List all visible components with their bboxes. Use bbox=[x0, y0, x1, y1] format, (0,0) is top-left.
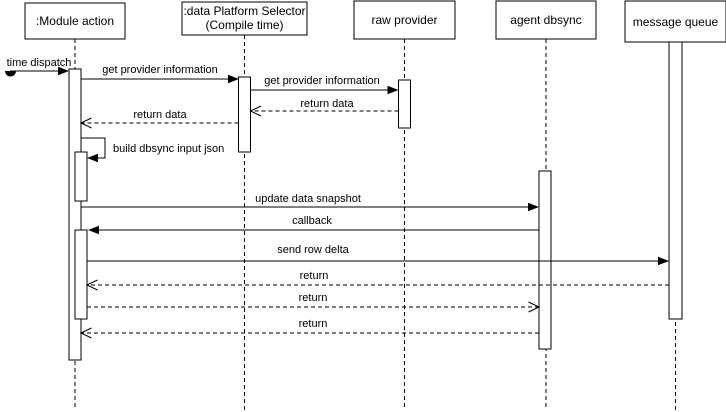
arrowhead-open-icon bbox=[79, 327, 92, 339]
activation-bar-module-action-selfcall bbox=[74, 151, 88, 202]
participant-label: message queue bbox=[633, 15, 719, 29]
participant-label: agent dbsync bbox=[510, 13, 581, 27]
message-send-row-delta: send row delta bbox=[87, 244, 669, 266]
participant-module-action: :Module action bbox=[24, 2, 126, 40]
message-callback: callback bbox=[88, 215, 539, 235]
message-label: return data bbox=[300, 98, 354, 110]
message-self-call-line bbox=[81, 137, 106, 159]
participant-box bbox=[624, 0, 726, 43]
message-return-3: return bbox=[79, 318, 539, 339]
message-return-1: return bbox=[85, 270, 669, 291]
participant-box bbox=[495, 0, 597, 40]
participant-box bbox=[353, 0, 456, 40]
message-label: callback bbox=[292, 215, 332, 227]
message-time-dispatch: time dispatch bbox=[5, 57, 71, 77]
participant-box bbox=[24, 2, 126, 40]
message-return-data-2: return data bbox=[79, 109, 239, 129]
activation-bar-agent-dbsync bbox=[538, 170, 552, 350]
participant-label-line1: :data Platform Selector bbox=[183, 4, 305, 18]
arrowhead-open-icon bbox=[85, 279, 98, 291]
arrowhead-solid-icon bbox=[528, 202, 539, 212]
participant-label-line2: (Compile time) bbox=[205, 18, 283, 32]
message-get-provider-information-1: get provider information bbox=[81, 64, 239, 84]
activation-bar-module-action-callback bbox=[74, 229, 88, 320]
participant-message-queue: message queue bbox=[624, 0, 726, 43]
activation-bar-raw-provider bbox=[398, 79, 411, 129]
message-label: return bbox=[299, 292, 328, 304]
message-label: return data bbox=[133, 109, 187, 121]
found-message-endpoint-icon bbox=[5, 71, 16, 77]
message-label: send row delta bbox=[277, 244, 349, 256]
message-label: return bbox=[299, 318, 328, 330]
arrowhead-solid-icon bbox=[387, 85, 399, 95]
participant-raw-provider: raw provider bbox=[353, 0, 456, 40]
message-label: build dbsync input json bbox=[113, 143, 224, 155]
arrowhead-solid-icon bbox=[658, 256, 669, 266]
message-build-dbsync-input-json: build dbsync input json bbox=[81, 137, 224, 163]
arrowhead-solid-icon bbox=[88, 225, 99, 235]
arrowhead-open-icon bbox=[249, 105, 262, 117]
arrowhead-solid-icon bbox=[87, 153, 98, 163]
participant-label: raw provider bbox=[371, 13, 437, 27]
message-label: get provider information bbox=[264, 75, 380, 87]
message-update-data-snapshot: update data snapshot bbox=[81, 193, 539, 212]
message-label: update data snapshot bbox=[255, 193, 361, 205]
participant-data-platform-selector: :data Platform Selector (Compile time) bbox=[181, 1, 308, 36]
activation-bar-data-platform-selector bbox=[238, 76, 251, 153]
arrowhead-open-icon bbox=[79, 117, 92, 129]
message-label: get provider information bbox=[102, 64, 218, 76]
arrowhead-solid-icon bbox=[58, 66, 69, 76]
participant-box bbox=[181, 1, 308, 36]
message-get-provider-information-2: get provider information bbox=[250, 75, 399, 95]
participant-label: :Module action bbox=[36, 14, 114, 28]
arrowhead-solid-icon bbox=[228, 74, 239, 84]
message-return-2: return bbox=[87, 292, 541, 313]
arrowhead-open-icon bbox=[528, 301, 541, 313]
message-label: time dispatch bbox=[7, 57, 72, 69]
participant-agent-dbsync: agent dbsync bbox=[495, 0, 597, 40]
activation-bar-message-queue bbox=[668, 41, 683, 320]
message-label: return bbox=[300, 270, 329, 282]
message-return-data-1: return data bbox=[249, 98, 399, 117]
